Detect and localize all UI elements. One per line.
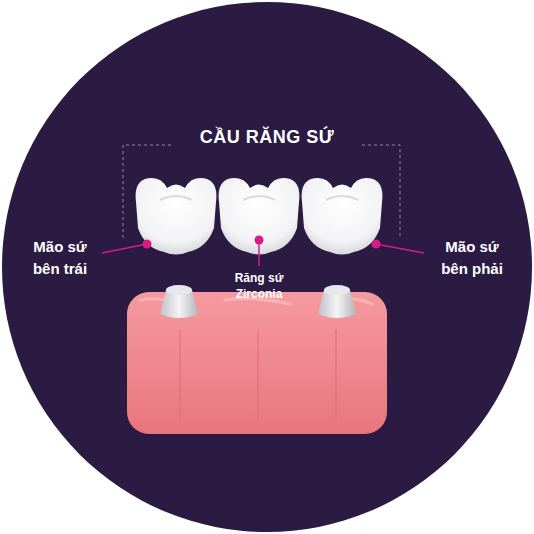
part-label: Mão sứ bên phải (430, 236, 514, 280)
abutment-post (318, 285, 356, 318)
crown-right (302, 178, 383, 255)
callout-dot (255, 236, 264, 245)
crown-middle (219, 178, 300, 255)
leader-line (376, 244, 424, 253)
leader-line (102, 244, 147, 253)
callout-dot (143, 240, 152, 249)
diagram-title: CẦU RĂNG SỨ (192, 126, 342, 148)
part-label: Mão sứ bên trái (18, 236, 102, 280)
callout-dot (372, 240, 381, 249)
crown-left (136, 178, 217, 255)
gum-shade (180, 330, 336, 420)
crown-groove (160, 196, 358, 200)
abutment-post (160, 285, 198, 318)
part-label: Răng sứ Zirconia (219, 270, 299, 302)
